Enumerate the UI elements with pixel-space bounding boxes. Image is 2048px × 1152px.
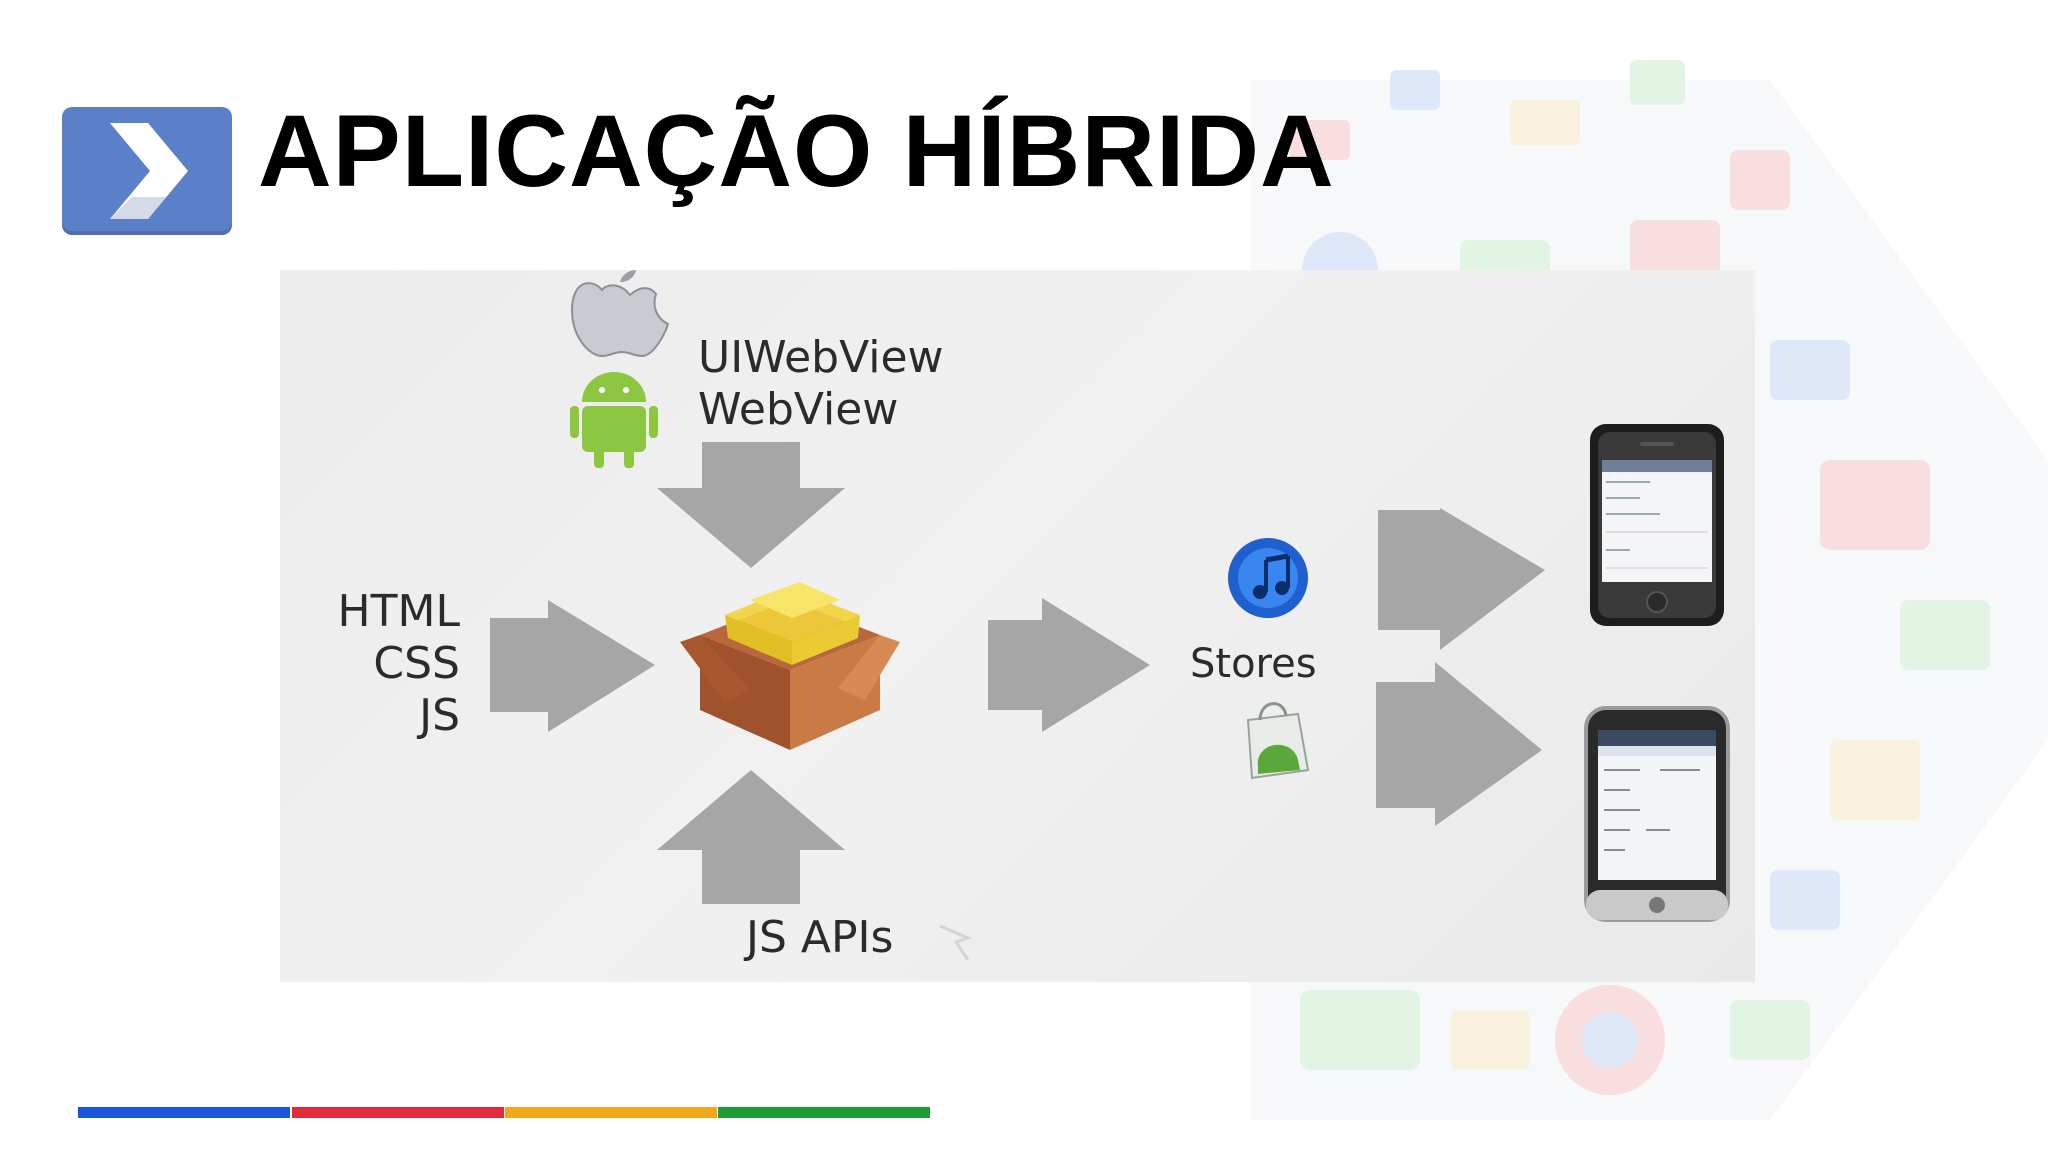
arrow-right-stores	[988, 598, 1150, 732]
arrow-right-android-phone	[1376, 662, 1542, 826]
android-icon	[570, 372, 658, 468]
webview-label-android: WebView	[698, 384, 899, 435]
arrow-down-webview	[657, 442, 845, 568]
title-badge	[62, 107, 232, 235]
arrow-right-input	[490, 600, 655, 732]
iphone-icon	[1590, 424, 1724, 626]
js-apis-label: JS APIs	[746, 912, 894, 963]
chevron-right-icon	[110, 123, 188, 219]
android-market-icon	[1246, 702, 1310, 780]
slide-title: APLICAÇÃO HÍBRIDA	[258, 94, 1335, 208]
input-label-js: JS	[419, 690, 460, 741]
arrow-up-apis	[657, 770, 845, 904]
diagram-graphics	[490, 270, 1730, 961]
apple-icon	[570, 270, 670, 358]
cursor-mark	[939, 924, 973, 961]
android-phone-icon	[1584, 706, 1730, 922]
color-bar-green	[718, 1107, 930, 1118]
arrow-right-iphone	[1378, 508, 1545, 650]
color-bar-red	[292, 1107, 504, 1118]
color-bar-yellow	[505, 1107, 717, 1118]
input-label-html: HTML	[337, 586, 460, 637]
itunes-icon	[1228, 538, 1308, 618]
webview-label-ios: UIWebView	[698, 332, 944, 383]
hybrid-app-diagram: UIWebView WebView HTML CSS JS Stores JS …	[280, 270, 1755, 982]
package-box-icon	[680, 582, 900, 750]
stores-label: Stores	[1190, 641, 1317, 687]
color-bar-blue	[78, 1107, 290, 1118]
input-label-css: CSS	[373, 638, 460, 689]
